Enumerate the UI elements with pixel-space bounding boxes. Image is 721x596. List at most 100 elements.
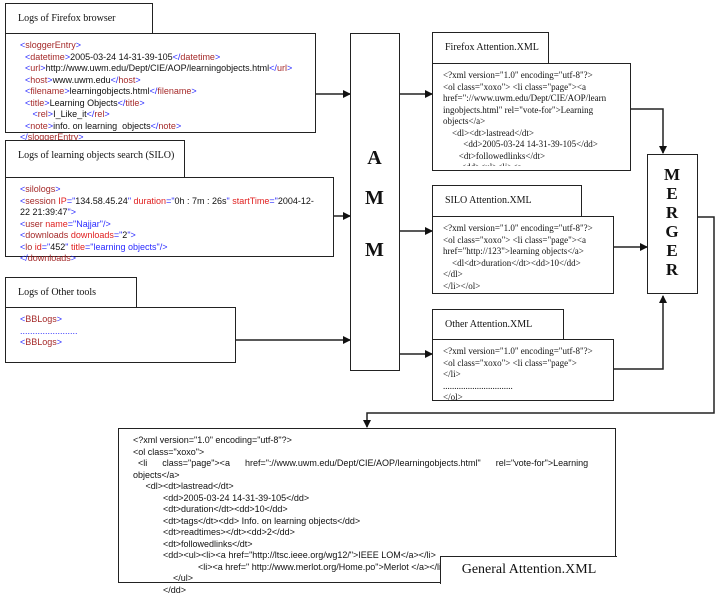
xml-line: <silologs> xyxy=(20,184,333,196)
silo-attention-title: SILO Attention.XML xyxy=(433,186,581,206)
xml-token: > xyxy=(139,98,144,108)
xml-token: "> xyxy=(127,230,135,240)
xml-token: Learning Objects xyxy=(50,98,118,108)
xml-token: lo xyxy=(25,242,35,252)
xml-line: <dd>2005-03-24 14-31-39-105</dd> xyxy=(443,139,630,151)
xml-line: 22 21:39:47"> xyxy=(20,207,333,219)
xml-token: www.uwm.edu xyxy=(53,75,111,85)
xml-token: Najjar xyxy=(76,219,100,229)
xml-token: "> xyxy=(68,207,76,217)
amm-letter: M xyxy=(351,239,398,262)
xml-line: ............................... xyxy=(443,381,613,393)
other-log-box: <BBLogs>.......................<BBLogs> xyxy=(5,307,236,363)
xml-line: </ol> xyxy=(443,392,613,404)
xml-token: > xyxy=(57,337,62,347)
xml-token: rel xyxy=(94,109,104,119)
xml-line: <ol class="xoxo"> <li class="page"><a xyxy=(443,235,613,247)
xml-line: objects</a> xyxy=(133,470,615,482)
xml-token: 134.58.45.24 xyxy=(75,196,128,206)
xml-token: =" xyxy=(67,196,75,206)
merger-letter: R xyxy=(648,260,696,279)
xml-line: href="://www.uwm.edu/Dept/CIE/AOP/learn xyxy=(443,93,630,105)
xml-token: BBLogs xyxy=(25,337,57,347)
amm-letter: A xyxy=(351,147,398,170)
xml-line: <sloggerEntry> xyxy=(20,40,315,52)
xml-line: ....................... xyxy=(20,326,235,338)
xml-line: <?xml version="1.0" encoding="utf-8"?> xyxy=(443,70,630,82)
xml-token: note xyxy=(30,121,48,131)
firefox-attention-title: Firefox Attention.XML xyxy=(433,33,548,53)
xml-line: ingobjects.html" rel="vote-for">Learning xyxy=(443,105,630,117)
xml-token: =" xyxy=(166,196,174,206)
xml-token: </ xyxy=(20,253,28,263)
xml-line: objects</a> xyxy=(443,116,630,128)
xml-token: > xyxy=(191,86,196,96)
xml-token: BBLogs xyxy=(25,314,57,324)
merger-letter: E xyxy=(648,184,696,203)
amm-letter: M xyxy=(351,187,398,210)
xml-token: "/> xyxy=(157,242,168,252)
firefox-log-title: Logs of Firefox browser xyxy=(6,4,152,24)
xml-line: <dl><dt>lastread</dt> xyxy=(443,128,630,140)
xml-line: <downloads downloads="2"> xyxy=(20,230,333,242)
xml-line: <li class="page"><a href="://www.uwm.edu… xyxy=(133,458,615,470)
other-log-title-box: Logs of Other tools xyxy=(5,277,137,309)
xml-token: > xyxy=(104,109,109,119)
xml-line: <ol class="xoxo"> xyxy=(133,447,615,459)
xml-token: duration xyxy=(131,196,166,206)
merger-letter: M xyxy=(648,165,696,184)
xml-line: </downloads> xyxy=(20,253,333,265)
other-attention-box: <?xml version="1.0" encoding="utf-8"?><o… xyxy=(432,339,614,401)
xml-token: =" xyxy=(42,242,50,252)
xml-token: rel xyxy=(38,109,48,119)
other-log-title: Logs of Other tools xyxy=(6,278,136,298)
silo-log-title: Logs of learning objects search (SILO) xyxy=(6,141,184,161)
xml-token: title xyxy=(30,98,44,108)
xml-token: url xyxy=(30,63,40,73)
xml-token: downloads xyxy=(71,230,114,240)
xml-token: title xyxy=(125,98,139,108)
xml-line: <ol class="xoxo"> <li class="page"> xyxy=(443,358,613,370)
xml-token: filename xyxy=(30,86,64,96)
silo-log-xml: <silologs><session IP="134.58.45.24" dur… xyxy=(6,178,333,265)
general-attention-title: General Attention.XML xyxy=(441,557,617,578)
xml-line: <filename>learningobjects.html</filename… xyxy=(20,86,315,98)
general-attention-box: <?xml version="1.0" encoding="utf-8"?><o… xyxy=(118,428,616,583)
xml-line: <lo id="452" title="learning objects"/> xyxy=(20,242,333,254)
xml-line: <dt>tags</dt><dd> Info. on learning obje… xyxy=(133,516,615,528)
xml-token: > xyxy=(57,314,62,324)
xml-line: <rel>I_Like_it</rel> xyxy=(20,109,315,121)
xml-line: <?xml version="1.0" encoding="utf-8"?> xyxy=(443,223,613,235)
xml-line: <dt>followedlinks</dt> xyxy=(133,539,615,551)
xml-line: <dt>readtimes></dt><dd>2</dd> xyxy=(133,527,615,539)
xml-line: <user name="Najjar"/> xyxy=(20,219,333,231)
firefox-log-box: <sloggerEntry> <datetime>2005-03-24 14-3… xyxy=(5,33,316,133)
firefox-attention-box: <?xml version="1.0" encoding="utf-8"?><o… xyxy=(432,63,631,171)
xml-token: 2004-12- xyxy=(278,196,314,206)
silo-attention-xml: <?xml version="1.0" encoding="utf-8"?><o… xyxy=(433,217,613,292)
xml-token: IP xyxy=(58,196,67,206)
other-attention-title-box: Other Attention.XML xyxy=(432,309,564,341)
arrow-other-att-to-merger xyxy=(614,296,663,369)
xml-token: name xyxy=(45,219,68,229)
firefox-attention-xml: <?xml version="1.0" encoding="utf-8"?><o… xyxy=(433,64,630,166)
merger-letter: G xyxy=(648,222,696,241)
xml-token: =" xyxy=(68,219,76,229)
other-attention-title: Other Attention.XML xyxy=(433,310,563,330)
merger-box: M E R G E R xyxy=(647,154,698,294)
xml-token: ....................... xyxy=(20,326,78,336)
xml-token: > xyxy=(71,253,76,263)
xml-token: downloads xyxy=(25,230,71,240)
xml-line: <dt>duration</dt><dd>10</dd> xyxy=(133,504,615,516)
xml-token: sloggerEntry xyxy=(25,40,76,50)
amm-processor-box: A M M xyxy=(350,33,400,371)
xml-token: note xyxy=(158,121,176,131)
general-attention-title-box: General Attention.XML xyxy=(440,556,617,584)
silo-log-box: <silologs><session IP="134.58.45.24" dur… xyxy=(5,177,334,257)
xml-line: <dt>followedlinks</dt> xyxy=(443,151,630,163)
merger-letters: M E R G E R xyxy=(648,165,696,279)
xml-token: title xyxy=(68,242,85,252)
xml-token: > xyxy=(176,121,181,131)
merger-letter: E xyxy=(648,241,696,260)
xml-token: id xyxy=(35,242,42,252)
